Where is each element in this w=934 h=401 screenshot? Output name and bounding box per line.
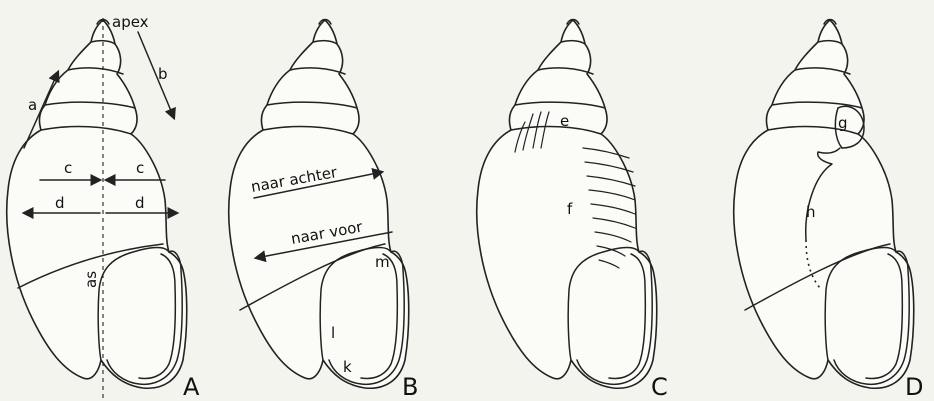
label-h: h — [806, 203, 816, 221]
label-g: g — [838, 114, 848, 132]
label-d-right: d — [135, 194, 145, 212]
panel-label-b: B — [402, 373, 418, 401]
label-e: e — [560, 112, 569, 130]
label-k: k — [343, 358, 352, 376]
label-c-left: c — [64, 159, 72, 177]
panel-label-a: A — [183, 373, 200, 401]
label-apex: apex — [112, 13, 149, 31]
shell-b — [229, 20, 409, 389]
label-c-right: c — [136, 159, 144, 177]
label-l: l — [331, 324, 335, 342]
panel-label-d: D — [905, 373, 923, 401]
label-f: f — [567, 200, 573, 218]
label-d-left: d — [55, 194, 65, 212]
label-as: as — [82, 271, 100, 288]
arrow-b — [138, 32, 174, 118]
label-m: m — [375, 253, 390, 271]
shell-d — [734, 20, 914, 389]
panel-label-c: C — [651, 373, 668, 401]
label-b: b — [158, 65, 168, 83]
label-a: a — [28, 96, 37, 114]
